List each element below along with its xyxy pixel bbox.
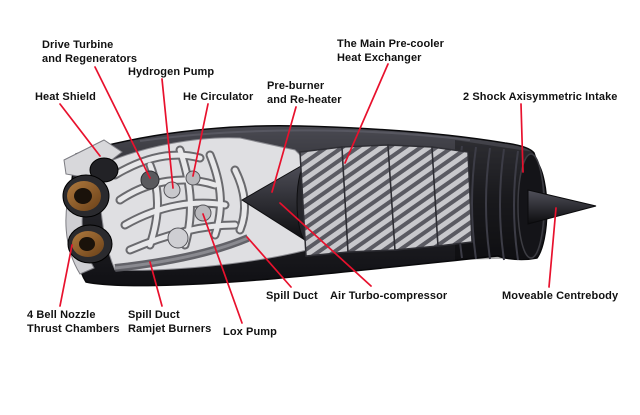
leader-spill-duct-ramjet <box>149 261 163 307</box>
label-pre-burner: Pre-burner and Re-heater <box>267 80 342 106</box>
label-intake: 2 Shock Axisymmetric Intake <box>463 91 618 103</box>
label-heat-shield: Heat Shield <box>35 91 97 103</box>
precooler-facets <box>299 144 473 257</box>
cowl-highlight <box>139 129 471 142</box>
label-hydrogen-pump: Hydrogen Pump <box>128 66 215 78</box>
label-drive-turbine: Drive Turbine and Regenerators <box>42 39 138 65</box>
label-main-precooler: The Main Pre-cooler Heat Exchanger <box>337 38 445 64</box>
leader-main-precooler <box>344 63 389 164</box>
label-he-circulator: He Circulator <box>183 91 254 103</box>
leader-drive-turbine <box>94 66 151 179</box>
label-spill-duct-ramjet: Spill Duct Ramjet Burners <box>128 309 212 335</box>
turbopumps <box>140 170 212 249</box>
leader-heat-shield <box>59 103 101 157</box>
leader-intake <box>520 103 524 173</box>
label-air-turbo: Air Turbo-compressor <box>330 290 448 302</box>
leader-spill-duct <box>246 236 292 288</box>
label-centrebody: Moveable Centrebody <box>502 290 619 302</box>
label-spill-duct: Spill Duct <box>266 290 318 302</box>
leader-centrebody <box>548 207 557 288</box>
label-lox-pump: Lox Pump <box>223 326 277 338</box>
leader-bell-nozzles <box>59 244 73 307</box>
spill-duct-channel <box>114 234 250 272</box>
leader-air-turbo <box>279 202 372 287</box>
label-bell-nozzles: 4 Bell Nozzle Thrust Chambers <box>27 309 120 335</box>
leader-lox-pump <box>202 213 243 324</box>
bell-nozzles <box>62 157 119 264</box>
leader-hydrogen-pump <box>161 78 174 189</box>
leader-he-circulator <box>192 103 209 177</box>
leader-pre-burner <box>271 106 297 193</box>
centrebody <box>517 153 597 259</box>
